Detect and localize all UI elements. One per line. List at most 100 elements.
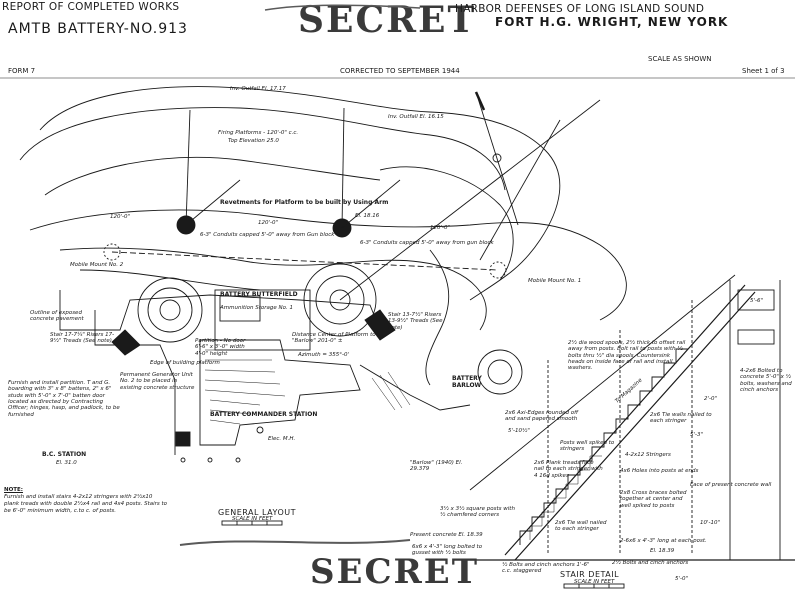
azimuth-line (479, 119, 561, 261)
stair-detail-title: STAIR DETAIL (560, 570, 620, 579)
azimuth-line (339, 99, 601, 301)
stair-steps (519, 348, 688, 545)
revetments-label: Revetments for Platform to be built by U… (220, 199, 389, 206)
fort-title: FORT H.G. WRIGHT, NEW YORK (495, 15, 729, 29)
bolts-cinch-label: 2½ Bolts and cinch anchors (612, 560, 689, 566)
ammunition-storage-outline (219, 295, 261, 322)
cinch-anchors-label: ½ Bolts and cinch anchors 1'-6" c.c. sta… (502, 562, 590, 575)
elec-manhole (256, 426, 264, 434)
contour-line (425, 249, 450, 386)
marker (235, 457, 241, 463)
platform-ring (159, 299, 181, 321)
permanent-generator-label: Permanent Generator Unit No. 2 to be pla… (120, 372, 195, 391)
holes-label: 4x6 Holes into posts at ends (620, 468, 699, 474)
marker (180, 457, 186, 463)
dim-2-0-label: 2'-0" (704, 396, 718, 402)
elec-mh-label: Elec. M.H. (268, 436, 296, 442)
plank-treads-label: 2x6 Plank treads face nail to each strin… (534, 460, 603, 479)
dim-120-2-label: 120'-0" (258, 220, 279, 226)
note-block: NOTE: Furnish and install stairs 4-2x12 … (4, 487, 169, 516)
scale-note: SCALE AS SHOWN (648, 55, 712, 63)
mobile-mount-2-circle (103, 243, 121, 261)
azimuth-label: Azimuth = 355°-0' (298, 352, 350, 358)
furnish-install-label: Furnish and install partition. T and G. … (8, 380, 120, 418)
stair-scale-label: SCALE IN FEET (574, 579, 615, 585)
battery-butterfield-label: BATTERY BUTTERFIELD (220, 291, 298, 298)
form-number: FORM 7 (8, 67, 36, 75)
note-heading: NOTE: (4, 487, 23, 493)
platform-ring (315, 275, 365, 325)
stringers-label: 4-2x12 Stringers (625, 452, 671, 458)
conduits-1-label: 6-3" Conduits capped 5'-0" away from Gun… (200, 232, 335, 238)
stair-block (364, 309, 396, 341)
ammunition-storage-label: Ammunition Storage No. 1 (220, 305, 294, 311)
stair-stringer (504, 284, 746, 556)
mobile-mount-1-label: Mobile Mount No. 1 (528, 278, 582, 284)
layout-scale-label: SCALE IN FEET (232, 516, 273, 522)
outline-pavement-label: Outline of exposed concrete pavement (30, 310, 84, 323)
dim-10-12-label: 10'-10" (700, 520, 721, 526)
contour-line (44, 156, 381, 196)
dim-120-3-label: 120'-0" (430, 225, 451, 231)
present-concrete-label: Present concrete El. 18.39 (410, 532, 483, 538)
bc-station-label: B.C. STATION (42, 451, 87, 458)
cross-braces-label: 2x8 Cross braces bolted together at cent… (620, 490, 687, 509)
top-elevation-label: Top Elevation 25.0 (228, 138, 279, 144)
bolted-concrete-label: 4-2x6 Bolted to concrete 5'-0" x ½ bolts… (740, 368, 792, 393)
stamp-smudge (264, 4, 421, 11)
contour-line (59, 247, 487, 331)
trench-outline (359, 364, 471, 411)
platform-ring (137, 277, 203, 343)
face-concrete-label: Face of present concrete wall (690, 482, 772, 488)
note-text: Furnish and install stairs 4-2x12 string… (4, 494, 168, 515)
contour-line (29, 209, 627, 321)
long-bolted-label: 6x6 x 4'-3" long bolted to gusset with ½… (412, 544, 483, 557)
stair-stringer (514, 291, 756, 561)
edge-building-label: Edge of building platform (150, 360, 220, 366)
stair-right-label: Stair 13-7½" Risers 13-9½" Treads (See n… (388, 312, 443, 331)
bc-elevation-label: El. 31.0 (56, 460, 77, 466)
platform-ring (147, 287, 193, 333)
dim-5-6-label: 5'-6" (750, 298, 764, 304)
battery-barlow-ring (477, 349, 523, 395)
stamp-smudge (179, 539, 411, 546)
dim-5-10-label: 5'-10½" (508, 428, 530, 434)
axi-edges-label: 2x6 Axi-Edges rounded off and sand paper… (505, 410, 579, 423)
battery-barlow-ring (487, 359, 513, 385)
north-arrow-line (475, 91, 519, 226)
conduits-2-label: 6-3" Conduits capped 5'-0" away from gun… (360, 240, 494, 246)
nailed-stringer-label: 2x6 Tie wall nailed to each stringer (555, 520, 607, 533)
el-1839-label: El. 18.39 (650, 548, 675, 554)
rail-posts-label: 2½ dia wood spools, 2½ thick to offset r… (568, 340, 686, 372)
dim-5-3-label: 5'-3" (690, 432, 704, 438)
north-arrow-head (474, 91, 486, 111)
contour-line (19, 107, 506, 191)
posts-spiked-label: Posts well spiked to stringers (560, 440, 615, 453)
bc-station-block (175, 431, 191, 447)
firing-platforms-label: Firing Platforms - 120'-0" c.c. (218, 130, 299, 136)
distance-center-label: Distance Center of Platform to "Barlow" … (292, 332, 376, 345)
platform-ring (329, 289, 351, 311)
platform-ring (303, 263, 377, 337)
north-arrow-center (492, 153, 502, 163)
gun-axis-line (341, 179, 401, 229)
gun-axis-line (185, 179, 241, 226)
long-each-post-label: 2-6x6 x 4'-3" long at each post. (620, 538, 707, 544)
square-posts-label: 3½ x 3½ square posts with ½ chamfered co… (440, 506, 515, 519)
contour-line (79, 269, 261, 291)
barlow-1940-label: "Barlow" (1940) El. 29.379 (410, 460, 463, 473)
sheet-number: Sheet 1 of 3 (742, 67, 785, 75)
el-1816-label: El. 18.16 (355, 213, 380, 219)
pavement-outline (94, 310, 176, 455)
commander-station-outline (199, 339, 361, 446)
stair-left-label: Stair 17-7¼" Risers 17-9½" Treads (See n… (50, 332, 115, 345)
marker (207, 457, 213, 463)
battery-title: AMTB BATTERY-NO.913 (8, 21, 188, 37)
contour-line (379, 166, 514, 281)
partition-door-label: Partition - No door 6'-6" x 3'-0" width … (195, 338, 246, 357)
stair-block (111, 329, 141, 356)
battery-barlow-label: BATTERY BARLOW (452, 375, 482, 389)
gun-axis-line (185, 109, 191, 226)
